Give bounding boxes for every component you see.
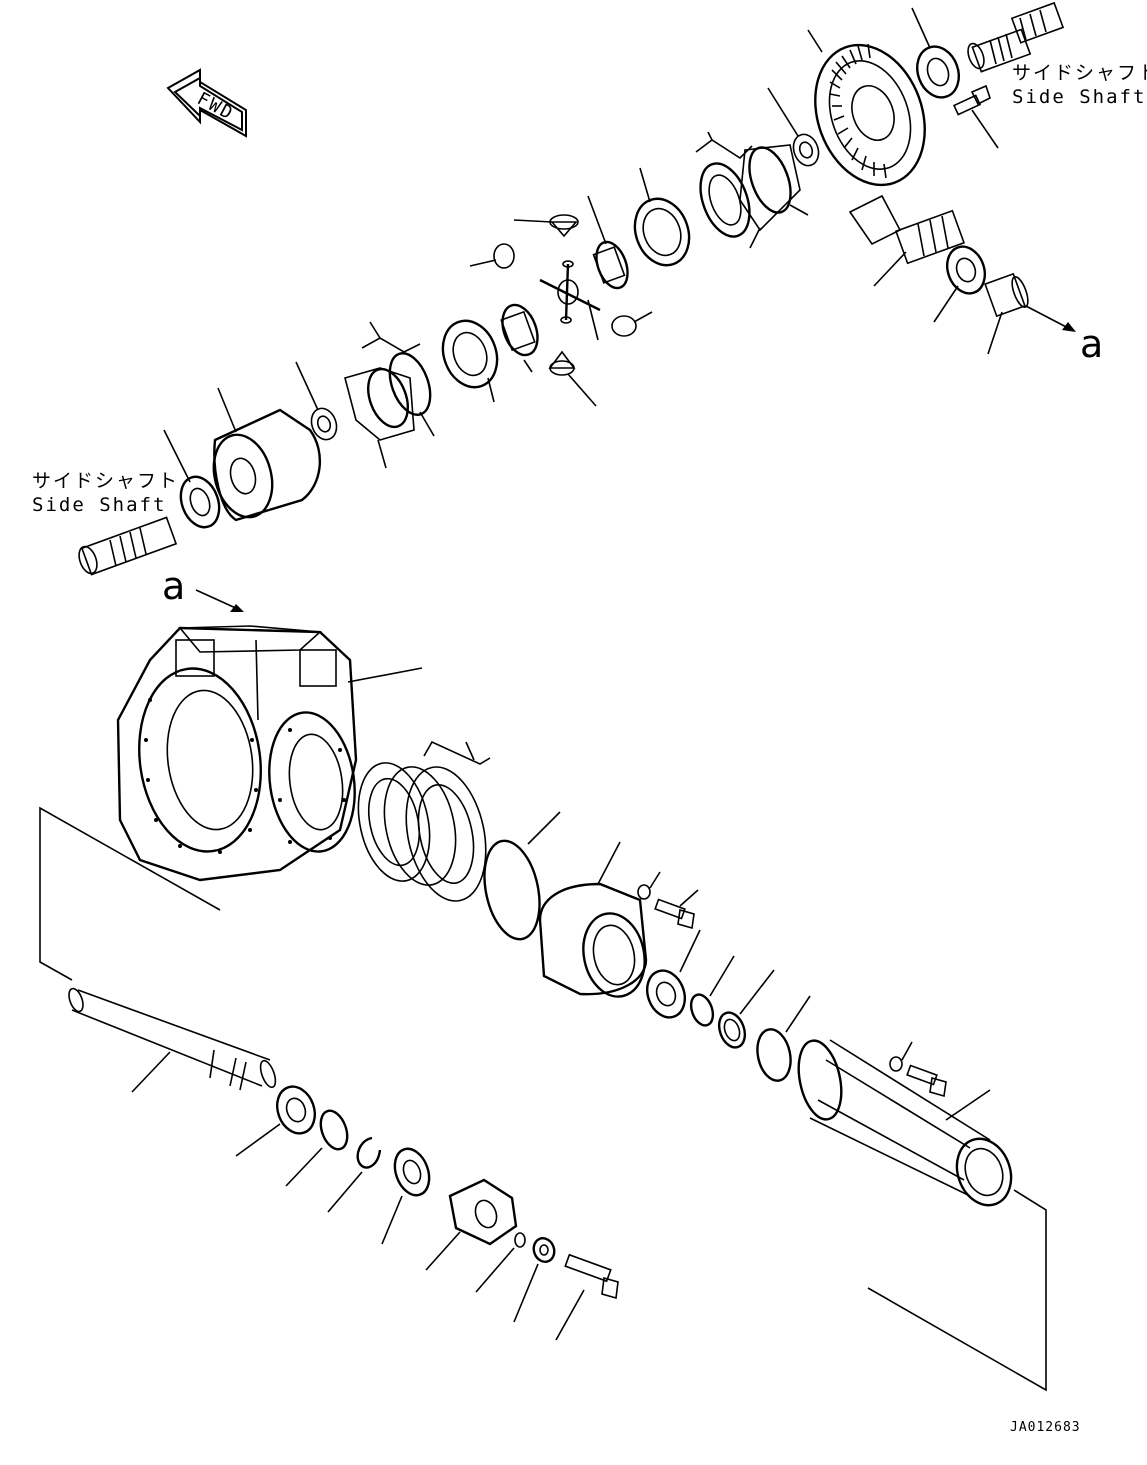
axle-housing	[116, 625, 423, 882]
washer-lower	[513, 1237, 556, 1323]
bolt-tube	[906, 1064, 947, 1098]
bolt-lower	[555, 1253, 619, 1341]
bearing-cage-left	[212, 387, 322, 522]
side-shaft-top	[967, 1, 1065, 73]
snap-ring-lower	[285, 1109, 349, 1187]
snap-ring-mid	[689, 955, 735, 1027]
spider	[539, 260, 601, 341]
bolt-retainer	[654, 889, 699, 930]
reference-arrow-a-bottom	[195, 589, 244, 612]
bevel-gear	[807, 29, 926, 187]
collar	[984, 272, 1029, 355]
bearing-mid	[645, 929, 701, 1019]
bearing-pinion	[933, 245, 987, 323]
o-ring-tiny	[475, 1232, 526, 1293]
side-shaft-en-right: Side Shaft	[1012, 86, 1147, 108]
o-ring-small	[756, 995, 811, 1082]
washer-small-2	[889, 1041, 913, 1072]
bearing-left	[163, 429, 221, 529]
pinion-shaft	[848, 194, 966, 287]
axle-shaft	[68, 987, 277, 1093]
bearing-top-right	[911, 7, 960, 99]
reference-label-a-top: a	[1080, 322, 1104, 366]
o-ring-large	[483, 811, 561, 941]
circlip-lower	[327, 1136, 382, 1213]
side-gear-left	[500, 303, 539, 373]
pinion-top	[513, 214, 579, 238]
bearing-lower	[235, 1085, 317, 1157]
pinion-left	[469, 243, 515, 269]
side-gear-right	[587, 195, 629, 290]
bolt-top-right	[952, 84, 999, 149]
side-shaft-jp-right: サイドシャフト	[1012, 62, 1147, 84]
seal-lower	[381, 1147, 431, 1245]
side-shaft-en-left: Side Shaft	[32, 494, 167, 516]
washer-small-1	[637, 871, 661, 900]
side-shaft-left	[78, 516, 178, 576]
bearing-cup-left	[344, 321, 435, 469]
brake-discs	[357, 740, 491, 902]
diff-case-left	[441, 319, 499, 403]
oil-seal-mid	[717, 969, 775, 1049]
reference-arrow-a-top	[1025, 305, 1076, 332]
axle-tube	[797, 1039, 1013, 1207]
reference-label-a-bottom: a	[162, 564, 186, 608]
brake-retainer	[538, 841, 648, 998]
shim-left	[295, 361, 338, 441]
pinion-right	[611, 311, 653, 337]
pinion-bottom	[548, 350, 597, 407]
shim-right	[767, 87, 820, 167]
diff-case-right	[633, 167, 691, 267]
side-shaft-jp-left: サイドシャフト	[32, 470, 180, 492]
assembly-bracket-left	[39, 806, 221, 981]
bearing-cup-right	[695, 131, 809, 249]
fwd-arrow-icon	[166, 68, 247, 138]
assembly-bracket-right	[867, 1189, 1047, 1392]
coupling-flange	[425, 1178, 518, 1271]
drawing-code: JA012683	[1010, 1420, 1081, 1435]
